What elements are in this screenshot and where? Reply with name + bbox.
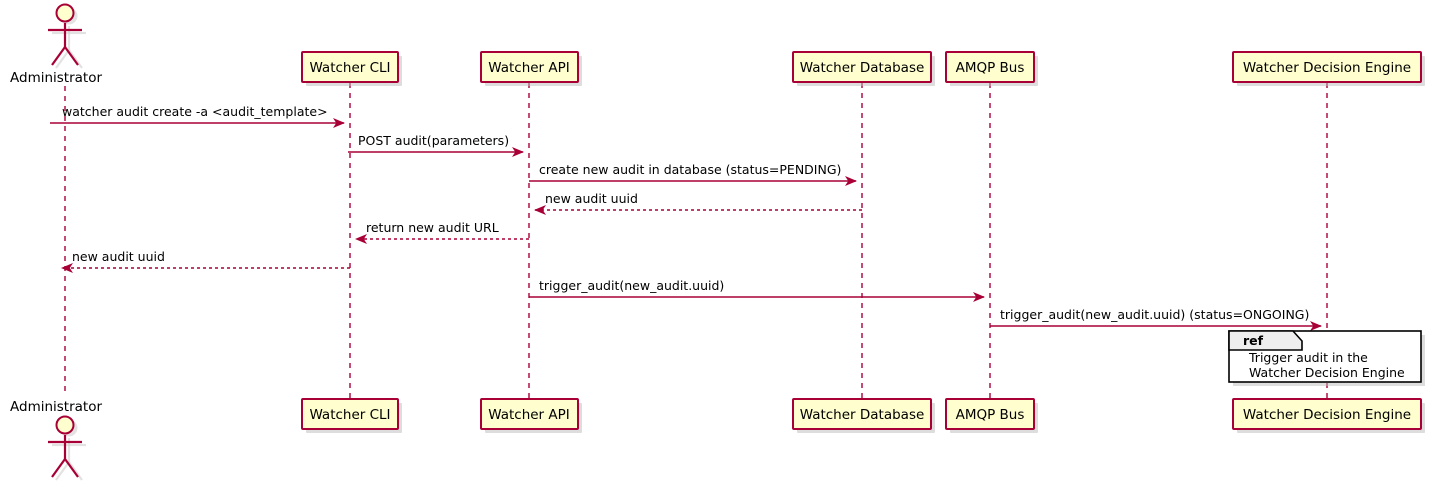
participant-watcher-decision-engine-bottom[interactable]: Watcher Decision Engine: [1232, 398, 1425, 433]
actor-administrator-top[interactable]: Administrator: [10, 3, 102, 87]
lifelines-group: [64, 83, 1328, 399]
ref-fragment-tab: [1228, 330, 1303, 351]
participant-watcher-cli-top[interactable]: Watcher CLI: [301, 51, 402, 86]
message-label: create new audit in database (status=PEN…: [539, 162, 841, 177]
participant-watcher-cli-bottom[interactable]: Watcher CLI: [301, 398, 402, 433]
message-8[interactable]: trigger_audit(new_audit.uuid) (status=ON…: [990, 307, 1322, 331]
participant-box[interactable]: [480, 51, 579, 83]
participant-watcher-database-top[interactable]: Watcher Database: [792, 51, 935, 86]
actor-figure-icon: [48, 415, 86, 481]
message-3[interactable]: create new audit in database (status=PEN…: [529, 162, 857, 186]
participant-label-watcher-decision-engine-top: Watcher Decision Engine: [1243, 60, 1411, 76]
participant-label-watcher-decision-engine-bottom: Watcher Decision Engine: [1243, 407, 1411, 423]
message-label: return new audit URL: [366, 220, 499, 235]
message-label: watcher audit create -a <audit_template>: [62, 104, 328, 119]
ref-fragment[interactable]: ref Trigger audit in the Watcher Decisio…: [1228, 330, 1425, 386]
actor-figure-icon: [48, 3, 86, 69]
participant-box[interactable]: [792, 51, 932, 83]
message-6[interactable]: new audit uuid: [61, 249, 350, 273]
participant-label-watcher-cli-bottom: Watcher CLI: [309, 407, 390, 423]
participant-label-amqp-bus-top: AMQP Bus: [956, 60, 1025, 76]
participant-watcher-decision-engine-top[interactable]: Watcher Decision Engine: [1232, 51, 1425, 86]
participant-box[interactable]: [480, 398, 579, 430]
participant-watcher-api-top[interactable]: Watcher API: [480, 51, 582, 86]
message-4[interactable]: new audit uuid: [534, 191, 862, 215]
message-label: trigger_audit(new_audit.uuid): [539, 278, 724, 293]
participant-label-watcher-api-top: Watcher API: [488, 60, 570, 76]
participant-label-watcher-database-bottom: Watcher Database: [800, 407, 925, 423]
actor-label-administrator-bottom: Administrator: [10, 399, 102, 415]
participant-watcher-api-bottom[interactable]: Watcher API: [480, 398, 582, 433]
participant-box[interactable]: [301, 398, 399, 430]
participant-box[interactable]: [301, 51, 399, 83]
participant-label-watcher-database-top: Watcher Database: [800, 60, 925, 76]
actor-administrator-bottom[interactable]: Administrator: [10, 399, 102, 481]
ref-fragment-tab-label: ref: [1243, 333, 1264, 348]
actor-label-administrator-top: Administrator: [10, 70, 102, 86]
ref-fragment-line-1: Trigger audit in the: [1248, 350, 1368, 365]
participant-amqp-bus-top[interactable]: AMQP Bus: [945, 51, 1038, 86]
message-label: new audit uuid: [72, 249, 165, 264]
message-label: POST audit(parameters): [358, 133, 509, 148]
message-7[interactable]: trigger_audit(new_audit.uuid): [529, 278, 985, 302]
participant-label-watcher-cli-top: Watcher CLI: [309, 60, 390, 76]
message-1[interactable]: watcher audit create -a <audit_template>: [50, 104, 345, 128]
message-5[interactable]: return new audit URL: [355, 220, 529, 244]
participant-box[interactable]: [1232, 398, 1422, 430]
participant-box[interactable]: [945, 398, 1035, 430]
message-2[interactable]: POST audit(parameters): [348, 133, 524, 157]
message-label: trigger_audit(new_audit.uuid) (status=ON…: [1000, 307, 1309, 322]
participant-label-watcher-api-bottom: Watcher API: [488, 407, 570, 423]
participant-box[interactable]: [945, 51, 1035, 83]
participant-amqp-bus-bottom[interactable]: AMQP Bus: [945, 398, 1038, 433]
participant-watcher-database-bottom[interactable]: Watcher Database: [792, 398, 935, 433]
participant-box[interactable]: [792, 398, 932, 430]
participant-label-amqp-bus-bottom: AMQP Bus: [956, 407, 1025, 423]
participant-box[interactable]: [1232, 51, 1422, 83]
ref-fragment-line-2: Watcher Decision Engine: [1249, 365, 1405, 380]
message-label: new audit uuid: [545, 191, 638, 206]
